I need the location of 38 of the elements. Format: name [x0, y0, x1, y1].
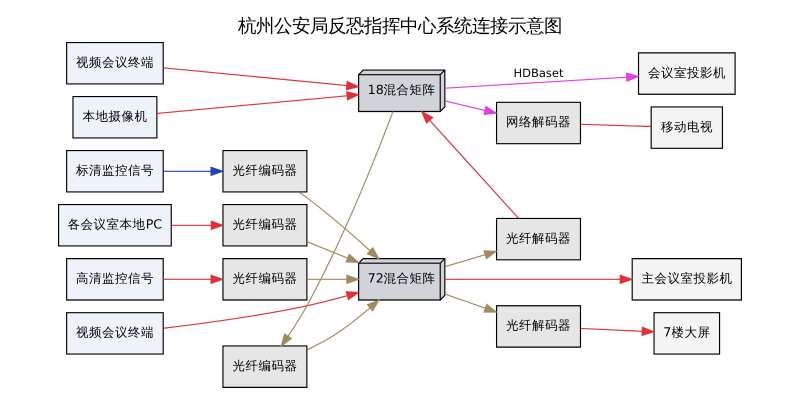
node-box: 光纤编码器	[222, 258, 308, 301]
arrow	[444, 274, 634, 284]
arrow	[163, 274, 224, 284]
node-box: 标清监控信号	[66, 150, 164, 193]
node-box: 主会议室投影机	[632, 258, 742, 301]
arrow	[444, 294, 498, 313]
arrow	[306, 299, 380, 350]
arrow	[280, 111, 394, 348]
node-box: 光纤编码器	[222, 150, 308, 193]
arrow	[163, 291, 360, 329]
node-box: 本地摄像机	[72, 96, 158, 138]
node-box: 高清监控信号	[66, 258, 164, 301]
node-box: 光纤解码器	[496, 218, 582, 260]
node-box: 各会议室本地PC	[58, 204, 172, 247]
node-box: 视频会议终端	[66, 42, 164, 84]
arrow	[580, 326, 656, 336]
node-box: 光纤解码器	[496, 305, 582, 348]
arrow	[172, 220, 225, 230]
arrow	[420, 110, 519, 219]
edge-label: HDBaset	[514, 66, 564, 80]
arrow	[157, 91, 360, 114]
arrow	[298, 192, 380, 260]
node-box: 会议室投影机	[638, 52, 736, 95]
node-box: 光纤编码器	[222, 345, 308, 388]
arrow	[306, 241, 360, 263]
arrow	[444, 100, 498, 116]
diagram-title: 杭州公安局反恐指挥中心系统连接示意图	[238, 16, 562, 37]
arrow	[307, 274, 360, 284]
node-box: 光纤编码器	[222, 204, 308, 247]
connector	[580, 124, 651, 128]
arrow	[444, 72, 640, 89]
arrow	[444, 250, 498, 268]
node-box: 移动电视	[650, 106, 723, 149]
node-box: 7楼大屏	[653, 312, 720, 355]
arrow	[163, 67, 360, 90]
node-box: 视频会议终端	[66, 312, 164, 355]
arrow	[163, 166, 224, 176]
node-box: 网络解码器	[496, 102, 582, 144]
